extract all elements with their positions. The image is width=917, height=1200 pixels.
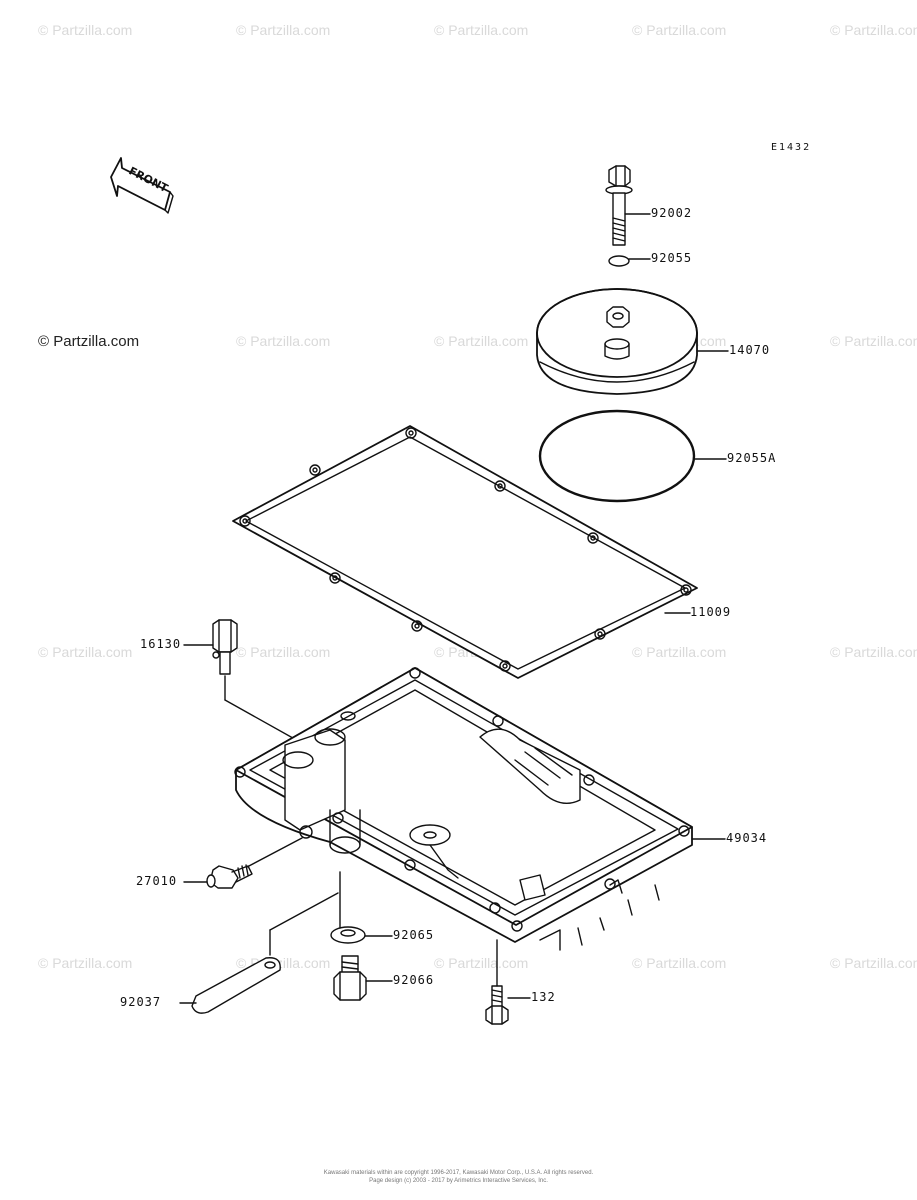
part-label-49034[interactable]: 49034 [726, 831, 768, 845]
part-92066-plug [333, 955, 367, 1001]
part-92065-washer [330, 926, 366, 944]
watermark: © Partzilla.com [38, 644, 133, 660]
watermark: © Partzilla.com [830, 22, 917, 38]
watermark: © Partzilla.com [632, 644, 727, 660]
copyright-line-2: Page design (c) 2003 - 2017 by Arimetric… [369, 1178, 548, 1184]
front-arrow-icon: FRONT [110, 157, 174, 214]
part-label-14070[interactable]: 14070 [729, 343, 771, 357]
watermark-strong: © Partzilla.com [38, 333, 140, 350]
part-27010-switch [206, 864, 253, 889]
part-label-11009[interactable]: 11009 [690, 605, 732, 619]
part-label-132[interactable]: 132 [531, 990, 556, 1004]
part-label-92055[interactable]: 92055 [651, 251, 693, 265]
watermark: © Partzilla.com [236, 22, 331, 38]
part-92037-clamp [191, 957, 281, 1014]
part-132-bolt [485, 985, 509, 1025]
watermark: © Partzilla.com [434, 333, 529, 349]
part-label-92065[interactable]: 92065 [393, 928, 435, 942]
watermark: © Partzilla.com [38, 955, 133, 971]
part-label-92002[interactable]: 92002 [651, 206, 693, 220]
watermark: © Partzilla.com [38, 22, 133, 38]
part-label-16130[interactable]: 16130 [140, 637, 182, 651]
watermark: © Partzilla.com [632, 22, 727, 38]
part-16130-fitting [212, 619, 238, 675]
copyright-line-1: Kawasaki materials within are copyright … [323, 1170, 594, 1176]
watermark: © Partzilla.com [434, 955, 529, 971]
watermark: © Partzilla.com [236, 644, 331, 660]
part-label-92066[interactable]: 92066 [393, 973, 435, 987]
part-92055-ring [608, 255, 630, 267]
part-92055a-o-ring [538, 409, 696, 503]
watermark: © Partzilla.com [236, 333, 331, 349]
part-label-27010[interactable]: 27010 [136, 874, 178, 888]
part-label-92055a[interactable]: 92055A [727, 451, 777, 465]
part-14070-cover [536, 288, 698, 395]
watermark: © Partzilla.com [434, 22, 529, 38]
diagram-code: E1432 [771, 142, 812, 153]
part-label-92037[interactable]: 92037 [120, 995, 162, 1009]
part-92002-bolt [605, 165, 633, 246]
watermark: © Partzilla.com [632, 955, 727, 971]
part-49034-oil-pan [234, 667, 693, 951]
watermark: © Partzilla.com [830, 955, 917, 971]
watermark: © Partzilla.com [830, 644, 917, 660]
part-11009-gasket [232, 425, 698, 679]
watermark: © Partzilla.com [830, 333, 917, 349]
